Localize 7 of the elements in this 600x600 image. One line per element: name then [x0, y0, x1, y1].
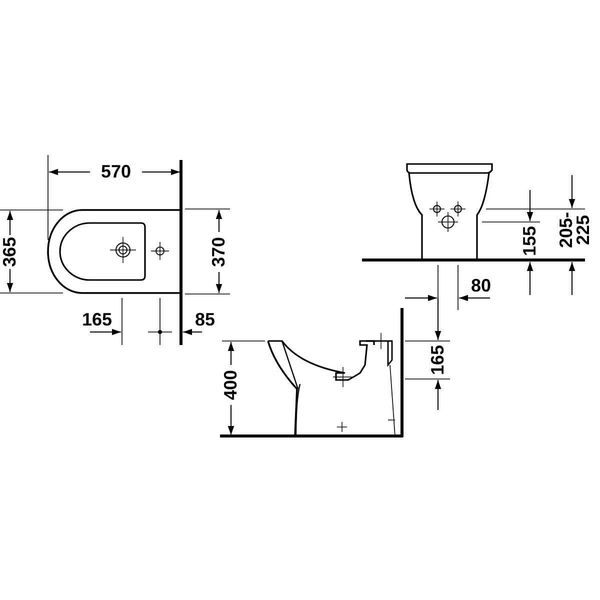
dimension-value: 80 — [468, 278, 494, 294]
dimension-value: 365 — [2, 234, 18, 270]
dimension-value: 400 — [222, 368, 240, 402]
dimension-value: 370 — [210, 234, 228, 270]
dimension-value: 85 — [192, 312, 218, 328]
dimension-value: 205-225 — [558, 210, 592, 250]
dimension-value: 570 — [98, 164, 134, 180]
